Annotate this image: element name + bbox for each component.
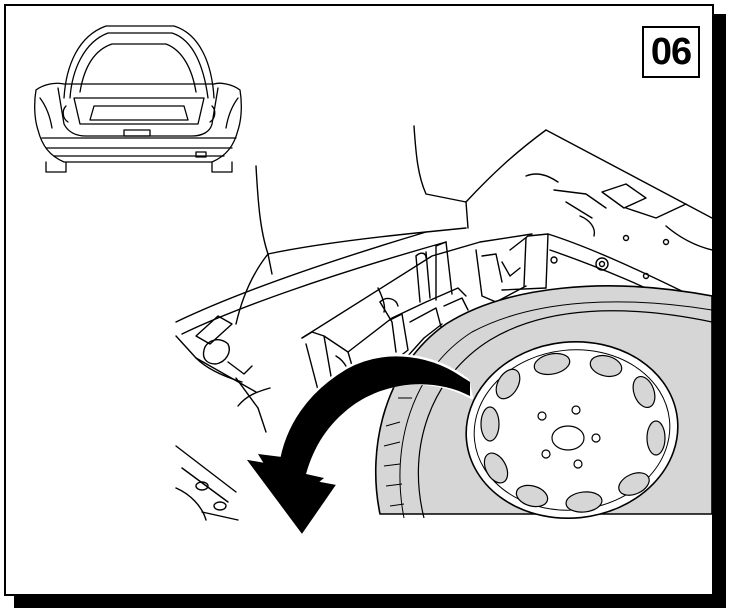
spare-wheel [374,285,712,520]
step-number-badge: 06 [642,26,700,78]
rim-holes [480,352,666,513]
car-rear-trunk-open-icon [34,25,242,173]
wheel-hub [537,405,601,469]
line-drawing [34,25,712,538]
figure-frame: 06 [4,4,714,596]
curved-arrow-icon [242,354,474,538]
